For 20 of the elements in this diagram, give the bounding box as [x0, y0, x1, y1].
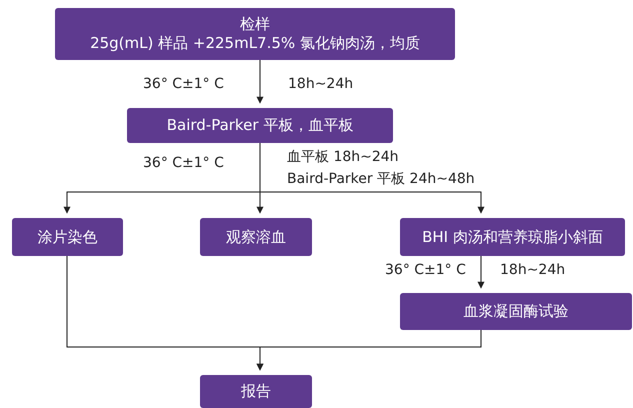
arrow [256, 330, 482, 371]
process-box [55, 8, 455, 60]
process-box: 血浆凝固酶试验 [400, 293, 632, 330]
arrow [260, 142, 484, 214]
arrow [256, 60, 264, 104]
step-note: Baird-Parker 平板 24h~48h [287, 170, 475, 188]
step-note: 36° C±1° C [143, 76, 224, 92]
process-box: 观察溶血 [200, 218, 312, 256]
process-box: BHI 肉汤和营养琼脂小斜面 [400, 218, 625, 256]
step-note: 18h~24h [288, 76, 354, 92]
box-heading: 检样 [240, 15, 270, 34]
step-note: 血平板 18h~24h [287, 148, 399, 166]
process-box: 涂片染色 [12, 218, 123, 256]
step-note: 36° C±1° C [385, 262, 466, 278]
process-box: 报告 [200, 375, 312, 408]
arrow [478, 256, 484, 289]
box-text: 25g(mL) 样品 +225mL7.5% 氯化钠肉汤，均质 [90, 34, 420, 53]
process-box: Baird-Parker 平板，血平板 [127, 108, 393, 143]
step-note: 36° C±1° C [143, 155, 224, 171]
step-note: 18h~24h [500, 262, 566, 278]
